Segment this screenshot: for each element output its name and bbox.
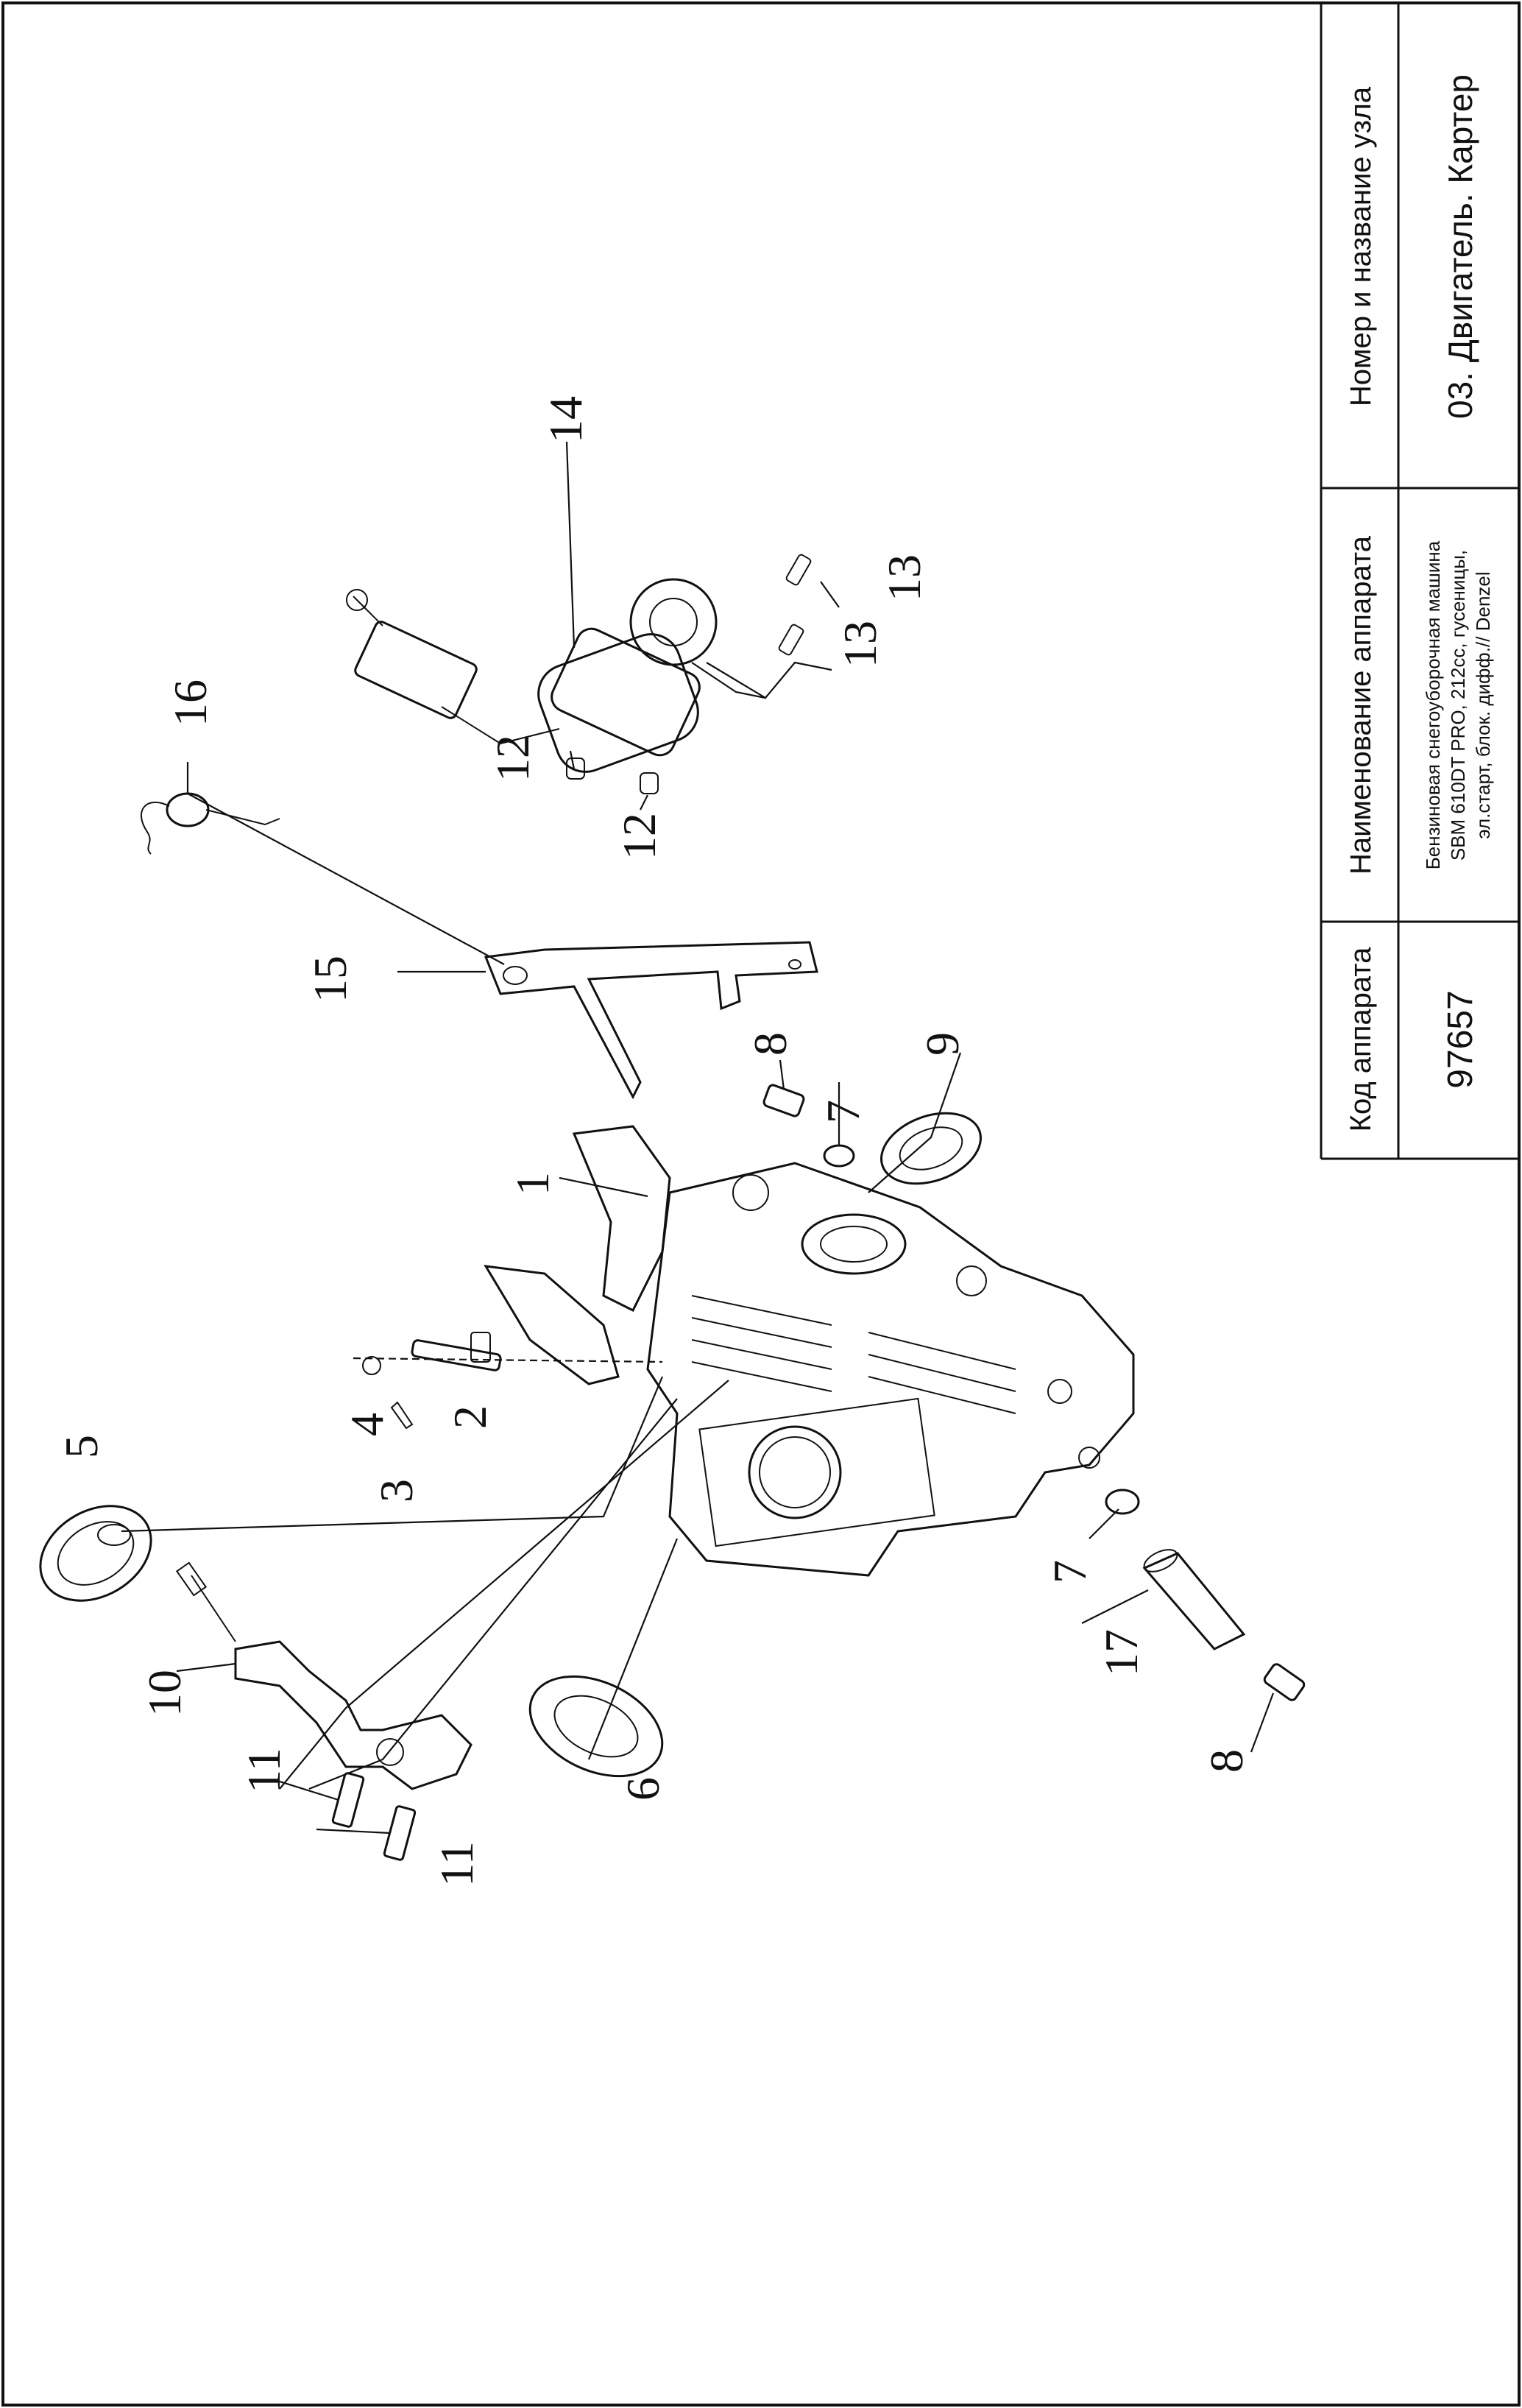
callout-11a: 11 bbox=[238, 1748, 290, 1793]
bracket-drawing bbox=[484, 941, 818, 1100]
callout-1: 1 bbox=[506, 1172, 559, 1196]
crankcase-drawing bbox=[484, 1125, 1135, 1577]
oil-seal-6-drawing bbox=[528, 1675, 664, 1778]
title-block: Код аппарата 97657 Наименование аппарата… bbox=[1320, 3, 1519, 1160]
code-label: Код аппарата bbox=[1345, 947, 1377, 1131]
callout-6: 6 bbox=[617, 1777, 669, 1801]
gear-drawing bbox=[39, 1505, 152, 1602]
callout-11b: 11 bbox=[431, 1841, 483, 1887]
callout-7b: 7 bbox=[1044, 1560, 1096, 1583]
callout-7a: 7 bbox=[817, 1100, 869, 1123]
callout-10: 10 bbox=[138, 1670, 191, 1717]
bolts-11-drawing bbox=[331, 1772, 417, 1861]
callout-17: 17 bbox=[1095, 1629, 1147, 1676]
callout-2: 2 bbox=[444, 1405, 496, 1429]
callouts: 1 2 3 4 5 6 7 7 8 8 9 10 11 11 12 12 13 … bbox=[55, 396, 1253, 1887]
device-line-3: эл.старт, блок. дифф.// Denzel bbox=[1472, 571, 1494, 838]
device-line-2: SBM 610DT PRO, 212cc, гусеницы, bbox=[1447, 550, 1469, 861]
dowel-pin-drawing bbox=[1142, 1549, 1246, 1650]
code-value: 97657 bbox=[1441, 990, 1480, 1088]
callout-5: 5 bbox=[55, 1435, 107, 1458]
leader-lines bbox=[121, 441, 1275, 1835]
callout-12a: 12 bbox=[486, 735, 539, 782]
governor-parts-drawing bbox=[353, 1332, 663, 1430]
starter-motor-drawing bbox=[346, 554, 812, 794]
assembly-value: 03. Двигатель. Картер bbox=[1441, 74, 1479, 419]
callout-9: 9 bbox=[916, 1032, 969, 1056]
sensor-drawing bbox=[140, 792, 280, 855]
oil-sensor-drawing bbox=[175, 1561, 472, 1790]
callout-13a: 13 bbox=[834, 621, 886, 668]
callout-12b: 12 bbox=[613, 813, 665, 860]
callout-4: 4 bbox=[341, 1413, 393, 1436]
callout-8b: 8 bbox=[1200, 1749, 1253, 1773]
callout-8a: 8 bbox=[744, 1032, 796, 1056]
device-line-1: Бензиновая снегоуборочная машина bbox=[1422, 540, 1444, 869]
assembly-label: Номер и название узла bbox=[1345, 86, 1377, 406]
callout-3: 3 bbox=[370, 1479, 422, 1503]
device-label: Наименование аппарата bbox=[1345, 535, 1377, 875]
callout-14: 14 bbox=[539, 396, 592, 443]
callout-13b: 13 bbox=[878, 554, 930, 601]
callout-15: 15 bbox=[304, 956, 356, 1003]
oil-seal-9-drawing bbox=[880, 1112, 982, 1185]
callout-16: 16 bbox=[164, 679, 216, 727]
washers-and-bolts-drawing bbox=[762, 1084, 1306, 1701]
